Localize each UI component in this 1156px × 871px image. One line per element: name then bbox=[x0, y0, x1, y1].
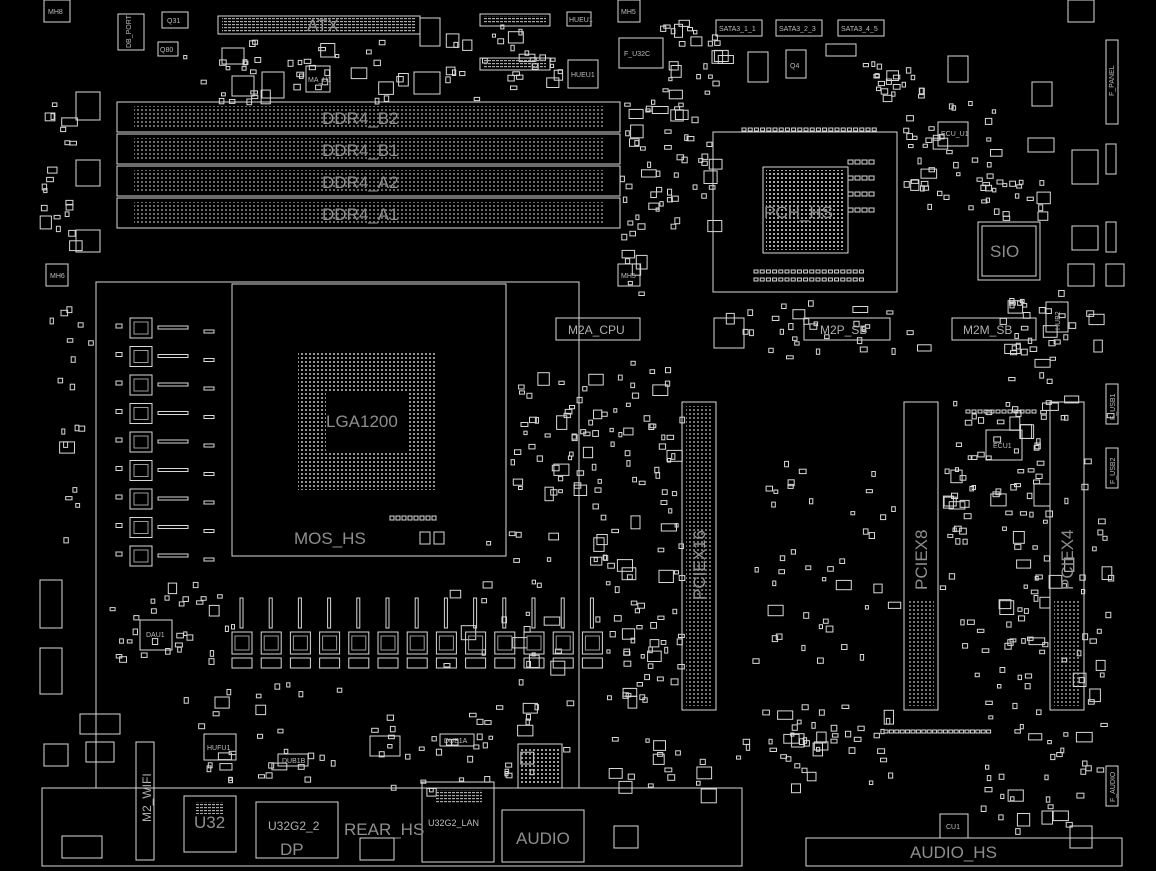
atx-label: ATX bbox=[307, 16, 339, 35]
svg-text:SATA3_4_5: SATA3_4_5 bbox=[841, 26, 878, 33]
svg-text:MA_U1: MA_U1 bbox=[308, 77, 331, 84]
m2a-label: M2A_CPU bbox=[568, 323, 625, 337]
svg-text:MH6: MH6 bbox=[50, 273, 65, 280]
passive-components bbox=[39, 19, 1115, 835]
u32g2-2-label: U32G2_2 bbox=[268, 819, 320, 833]
svg-text:Q4: Q4 bbox=[790, 63, 799, 70]
svg-text:SATA3_1_1: SATA3_1_1 bbox=[719, 26, 756, 33]
svg-text:HUEU1: HUEU1 bbox=[571, 72, 595, 79]
svg-text:F_U32C: F_U32C bbox=[624, 51, 650, 58]
cpu-socket: LGA1200 MOS_HS bbox=[95, 281, 580, 789]
ddr4-a2-label: DDR4_A2 bbox=[322, 173, 399, 192]
u32-label: U32 bbox=[194, 813, 225, 832]
svg-text:DAU1: DAU1 bbox=[146, 632, 165, 639]
m2p-label: M2P_SB bbox=[820, 323, 867, 337]
svg-text:F_USB1: F_USB1 bbox=[1110, 393, 1117, 420]
sata-headers: SATA3_1_1 SATA3_2_3 SATA3_4_5 bbox=[715, 19, 885, 37]
m2-slots: M2A_CPU M2P_SB M2M_SB bbox=[555, 317, 1037, 341]
pch: PCH_HS bbox=[712, 131, 898, 293]
svg-text:F_AUDIO: F_AUDIO bbox=[1110, 771, 1117, 802]
ddr4-a1-label: DDR4_A1 bbox=[322, 205, 399, 224]
pch-label: PCH_HS bbox=[764, 203, 833, 222]
sio-label: SIO bbox=[990, 242, 1019, 261]
audio-hs: AUDIO_HS CU1 bbox=[805, 813, 1123, 867]
rear-io: M2_WIFI U32 U32G2_2 DP U32G2_LAN AUDIO R… bbox=[41, 741, 743, 867]
svg-text:MH8: MH8 bbox=[48, 9, 63, 16]
svg-text:HUFU1: HUFU1 bbox=[207, 745, 230, 752]
audio-hs-label: AUDIO_HS bbox=[910, 843, 997, 862]
svg-text:ECU_U1: ECU_U1 bbox=[941, 131, 969, 138]
svg-text:HUB2: HUB2 bbox=[1055, 311, 1062, 330]
svg-text:HUEU1: HUEU1 bbox=[569, 17, 593, 24]
svg-text:DUB1B: DUB1B bbox=[282, 758, 306, 765]
svg-text:SATA3_2_3: SATA3_2_3 bbox=[779, 26, 816, 33]
vrm-left bbox=[115, 317, 215, 567]
ddr4-slots: DDR4_B2 DDR4_B1 DDR4_A2 DDR4_A1 bbox=[116, 101, 621, 229]
vrm-bottom bbox=[231, 515, 603, 669]
sio: SIO bbox=[977, 221, 1041, 281]
mos-label: MOS_HS bbox=[294, 529, 366, 548]
u32g2lan-label: U32G2_LAN bbox=[428, 818, 479, 828]
lga-label: LGA1200 bbox=[326, 412, 398, 431]
pciex16-label: PCIEX16 bbox=[690, 530, 709, 600]
svg-text:Q31: Q31 bbox=[167, 18, 180, 25]
pcie-slots: PCIEX16 PCIEX8 PCIEX4 bbox=[681, 401, 1085, 711]
ddr4-b2-label: DDR4_B2 bbox=[322, 109, 399, 128]
svg-text:ECU1: ECU1 bbox=[993, 443, 1012, 450]
svg-text:Q80: Q80 bbox=[160, 47, 173, 54]
svg-text:MH5: MH5 bbox=[621, 273, 636, 280]
dp-label: DP bbox=[280, 840, 304, 859]
m2wifi-label: M2_WIFI bbox=[140, 773, 154, 822]
audio-label: AUDIO bbox=[516, 829, 570, 848]
ddr4-b1-label: DDR4_B1 bbox=[322, 141, 399, 160]
pciex4-label: PCIEX4 bbox=[1058, 530, 1077, 590]
svg-text:F_USB2: F_USB2 bbox=[1110, 457, 1117, 484]
m2m-label: M2M_SB bbox=[963, 323, 1012, 337]
svg-text:MH5: MH5 bbox=[621, 9, 636, 16]
rear-hs-label: REAR_HS bbox=[344, 820, 424, 839]
atx-connector: ATX bbox=[217, 15, 421, 35]
pciex8-label: PCIEX8 bbox=[912, 530, 931, 590]
svg-text:F_PANEL: F_PANEL bbox=[1109, 65, 1116, 96]
svg-text:DUB1A: DUB1A bbox=[444, 738, 468, 745]
svg-text:CU1: CU1 bbox=[946, 824, 960, 831]
svg-text:DB_PORT: DB_PORT bbox=[126, 14, 133, 48]
